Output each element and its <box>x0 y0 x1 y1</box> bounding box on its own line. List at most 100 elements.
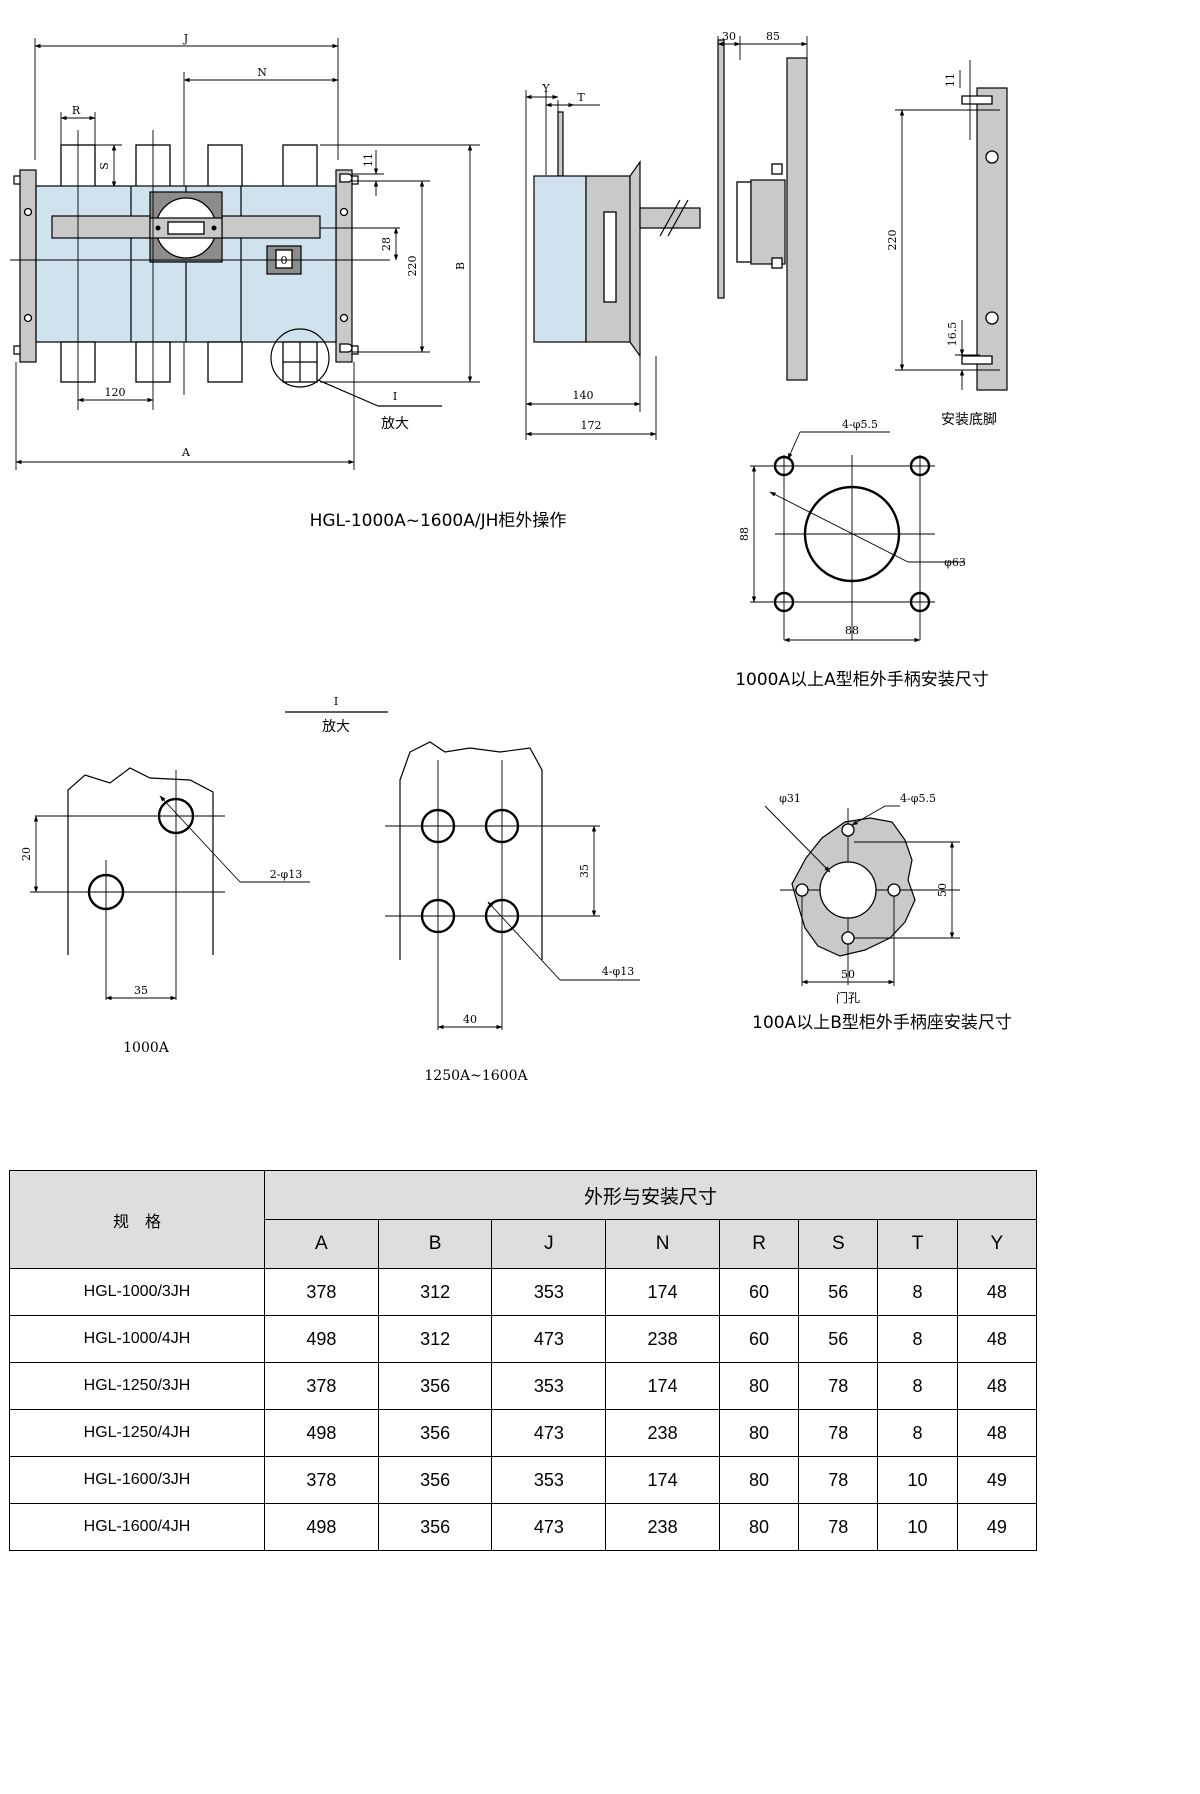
value-cell: 356 <box>377 1409 493 1457</box>
detail-1000-caption: 1000A <box>123 1040 170 1056</box>
side-dim-172: 172 <box>581 419 602 432</box>
handle-a-layout: 4-φ5.5 88 88 φ63 <box>738 418 966 643</box>
value-cell: 498 <box>264 1503 379 1551</box>
value-cell: 238 <box>605 1503 720 1551</box>
side-dim-Y: Y <box>541 82 550 95</box>
foot-caption: 安装底脚 <box>941 412 997 428</box>
value-cell: 356 <box>377 1503 493 1551</box>
detail-title-label: 放大 <box>322 719 350 735</box>
handle-indicator: 0 <box>281 254 288 267</box>
dim-label-28: 28 <box>380 237 393 251</box>
column-header-row: A B J N R S T Y <box>10 1219 1038 1269</box>
handle-a-dim-88-h: 88 <box>845 624 859 637</box>
value-cell: 49 <box>956 1456 1038 1504</box>
value-cell: 498 <box>264 1315 379 1363</box>
dim-label-120: 120 <box>105 386 126 399</box>
value-cell: 356 <box>377 1456 493 1504</box>
value-cell: 473 <box>491 1409 607 1457</box>
model-cell: HGL-1600/3JH <box>9 1456 265 1504</box>
side-dim-30: 30 <box>722 30 736 43</box>
handle-b-holes: 4-φ5.5 <box>900 792 936 805</box>
handle-b-layout: φ31 4-φ5.5 50 50 门孔 <box>764 792 960 1005</box>
value-cell: 56 <box>798 1315 879 1363</box>
value-cell: 49 <box>956 1503 1038 1551</box>
dim-label-A: A <box>181 446 191 459</box>
foot-dim-220: 220 <box>886 230 899 251</box>
handle-b-bore: φ31 <box>779 792 801 805</box>
table-row: HGL-1600/3JH 378 356 353 174 80 78 10 49 <box>9 1456 1038 1504</box>
value-cell: 356 <box>377 1362 493 1410</box>
dim-label-N: N <box>257 66 267 79</box>
side-dim-140: 140 <box>573 389 594 402</box>
handle-a-caption: 1000A以上A型柜外手柄安装尺寸 <box>735 670 989 690</box>
value-cell: 60 <box>718 1268 800 1316</box>
value-cell: 80 <box>718 1456 800 1504</box>
value-cell: 238 <box>605 1315 720 1363</box>
model-cell: HGL-1000/4JH <box>9 1315 265 1363</box>
value-cell: 78 <box>798 1456 879 1504</box>
detail-1000-dim-20: 20 <box>20 847 33 861</box>
value-cell: 10 <box>877 1456 958 1504</box>
value-cell: 353 <box>491 1456 607 1504</box>
value-cell: 8 <box>877 1362 958 1410</box>
table-row: HGL-1250/3JH 378 356 353 174 80 78 8 48 <box>9 1362 1038 1410</box>
value-cell: 48 <box>956 1315 1038 1363</box>
technical-drawing: J N R S <box>10 30 1012 1084</box>
value-cell: 8 <box>877 1409 958 1457</box>
value-cell: 353 <box>491 1362 607 1410</box>
dim-label-S: S <box>98 162 111 170</box>
detail-marker-I: I <box>393 390 397 403</box>
col-header: T <box>877 1219 958 1269</box>
header-dimensions: 外形与安装尺寸 <box>264 1170 1037 1220</box>
detail-title-marker: I <box>334 695 338 708</box>
col-header: A <box>264 1219 379 1269</box>
table-row: HGL-1000/3JH 378 312 353 174 60 56 8 48 <box>9 1268 1038 1316</box>
main-caption: HGL-1000A~1600A/JH柜外操作 <box>310 511 567 531</box>
model-cell: HGL-1600/4JH <box>9 1503 265 1551</box>
value-cell: 10 <box>877 1503 958 1551</box>
value-cell: 56 <box>798 1268 879 1316</box>
table-row: HGL-1000/4JH 498 312 473 238 60 56 8 48 <box>9 1315 1038 1363</box>
value-cell: 78 <box>798 1503 879 1551</box>
dim-label-220: 220 <box>406 256 419 277</box>
value-cell: 48 <box>956 1268 1038 1316</box>
value-cell: 80 <box>718 1362 800 1410</box>
detail-1000-holes: 2-φ13 <box>270 868 302 881</box>
value-cell: 60 <box>718 1315 800 1363</box>
value-cell: 8 <box>877 1268 958 1316</box>
dim-label-B: B <box>454 262 467 270</box>
dimension-table: 规 格 外形与安装尺寸 A B J N R S T Y HGL-1000/3JH… <box>9 1170 1038 1551</box>
value-cell: 312 <box>377 1315 493 1363</box>
value-cell: 312 <box>377 1268 493 1316</box>
value-cell: 473 <box>491 1503 607 1551</box>
side-dim-85: 85 <box>766 30 780 43</box>
value-cell: 498 <box>264 1409 379 1457</box>
value-cell: 80 <box>718 1503 800 1551</box>
dim-label-R: R <box>72 104 81 117</box>
detail-1600-holes: 4-φ13 <box>602 965 634 978</box>
dim-label-J: J <box>183 32 188 45</box>
detail-1600-dim-40: 40 <box>463 1013 477 1026</box>
table-row: HGL-1250/4JH 498 356 473 238 80 78 8 48 <box>9 1409 1038 1457</box>
detail-1600-caption: 1250A~1600A <box>424 1068 528 1084</box>
handle-a-holes: 4-φ5.5 <box>842 418 878 431</box>
value-cell: 48 <box>956 1362 1038 1410</box>
value-cell: 238 <box>605 1409 720 1457</box>
side-dim-T: T <box>577 91 585 104</box>
header-model: 规 格 <box>9 1170 265 1269</box>
value-cell: 378 <box>264 1268 379 1316</box>
model-cell: HGL-1250/4JH <box>9 1409 265 1457</box>
value-cell: 78 <box>798 1362 879 1410</box>
value-cell: 174 <box>605 1362 720 1410</box>
handle-b-door-hole: 门孔 <box>836 990 860 1005</box>
value-cell: 174 <box>605 1268 720 1316</box>
handle-a-bore: φ63 <box>944 556 966 569</box>
handle-b-caption: 100A以上B型柜外手柄座安装尺寸 <box>752 1013 1012 1033</box>
mounting-foot: 220 11 16.5 <box>886 60 1008 391</box>
detail-1000a: 20 2-φ13 35 <box>20 767 310 1001</box>
model-cell: HGL-1250/3JH <box>9 1362 265 1410</box>
detail-1600-dim-35: 35 <box>578 864 591 878</box>
detail-1600a: 35 4-φ13 40 <box>385 741 640 1030</box>
front-view: J N R S <box>10 32 480 470</box>
col-header: J <box>491 1219 607 1269</box>
